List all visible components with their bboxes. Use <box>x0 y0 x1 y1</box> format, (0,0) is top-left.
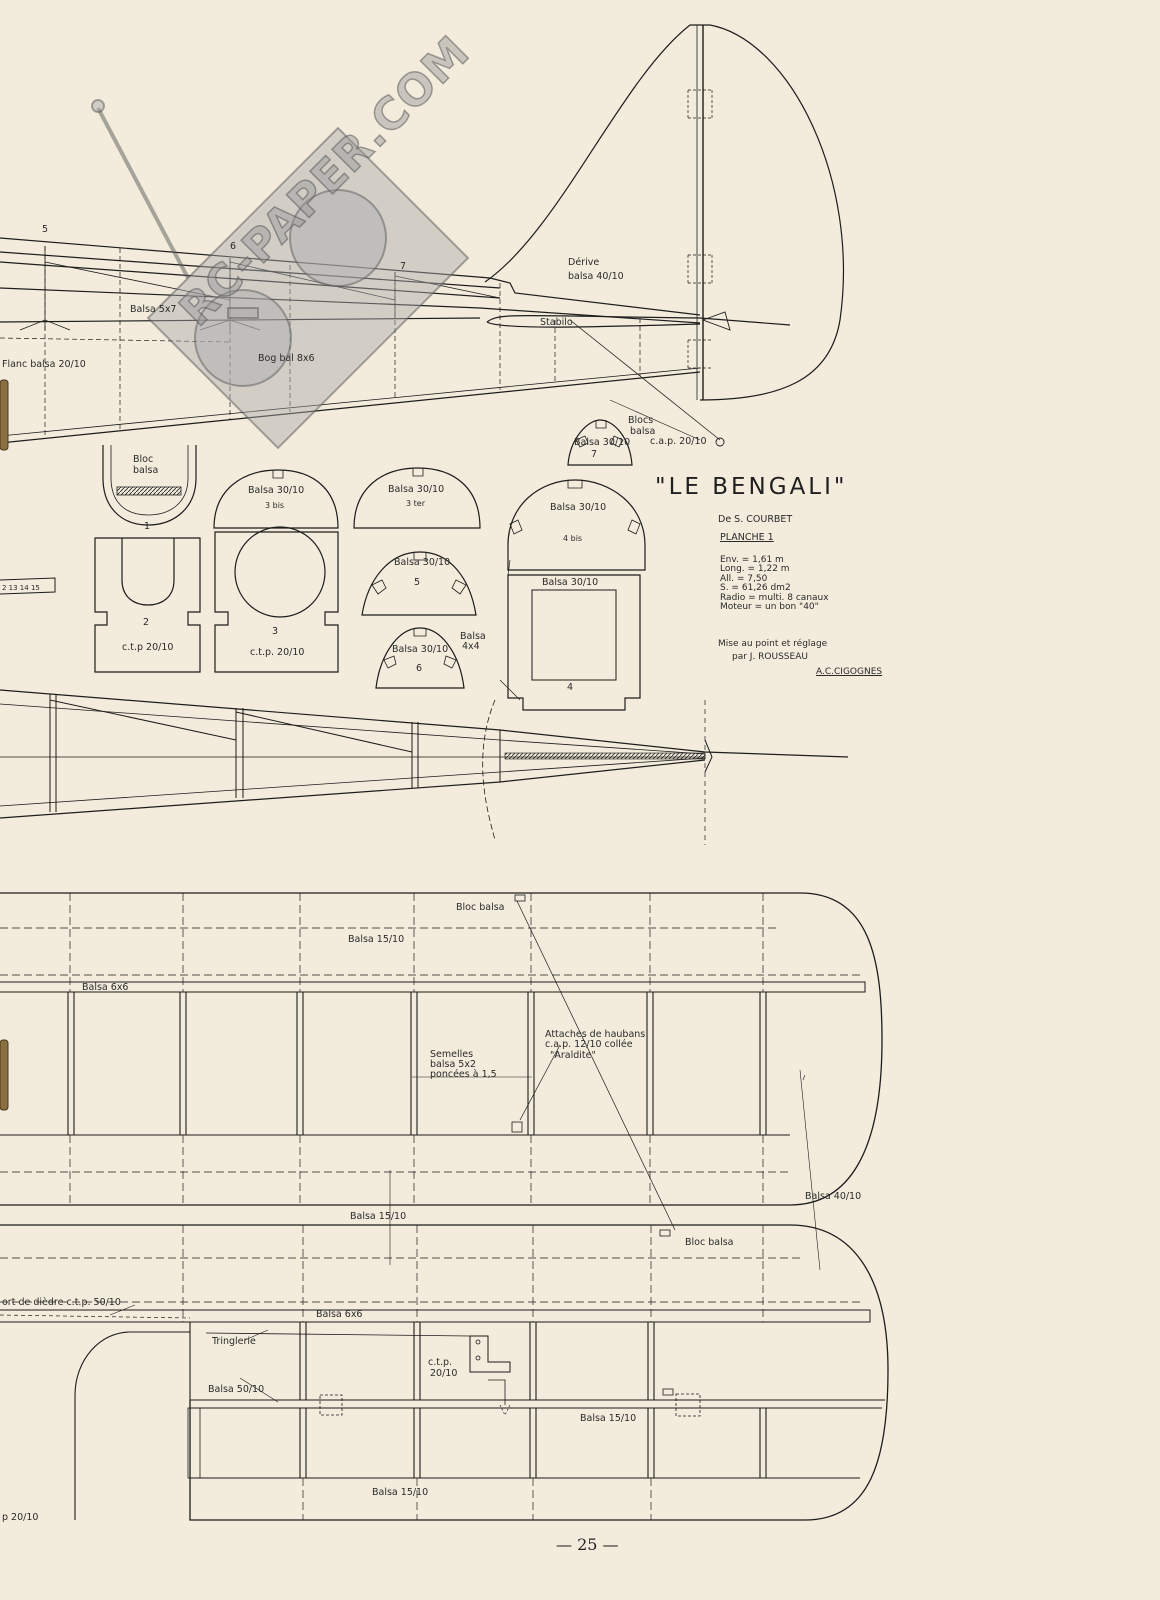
fuselage-top-view <box>0 689 849 845</box>
label-former-7: 7 <box>591 449 598 460</box>
wing2-spar: Balsa 6x6 <box>316 1309 363 1320</box>
wing2-tringlerie: Tringlerie <box>212 1336 256 1347</box>
label-flanc: Flanc balsa 20/10 <box>2 359 86 370</box>
label-former-5-material: Balsa 30/10 <box>394 557 451 568</box>
label-bloc: Bloc <box>133 454 154 465</box>
label-derive-material: balsa 40/10 <box>568 271 624 282</box>
label-former-6-side-size: 4x4 <box>462 641 480 652</box>
label-balsa-5x7: Balsa 5x7 <box>130 304 177 315</box>
wing2-ply: p 20/10 <box>2 1512 39 1523</box>
wing2-balsa-15b: Balsa 15/10 <box>372 1487 429 1498</box>
label-former-6: 6 <box>416 663 423 674</box>
spec-radio: Radio = multi. 8 canaux <box>720 592 829 603</box>
label-station-7: 7 <box>400 261 407 272</box>
label-former-3-material: c.t.p. 20/10 <box>250 647 305 658</box>
wing1-semelles: Semelles <box>430 1049 474 1060</box>
drawing-title: "LE BENGALI" <box>655 474 848 500</box>
credits-line-2: par J. ROUSSEAU <box>732 652 808 662</box>
wing1-semelles-size: balsa 5x2 <box>430 1059 476 1070</box>
credits-line-1: Mise au point et réglage <box>718 639 828 649</box>
fuselage-formers <box>0 419 646 711</box>
label-stabilo: Stabilo <box>540 317 573 328</box>
wing1-attaches-glue: "Araldite" <box>550 1050 596 1061</box>
label-former-4bis: 4 bis <box>563 534 583 543</box>
label-blocs-balsa: balsa <box>630 426 656 437</box>
wing1-top-sheeting: Balsa 15/10 <box>348 934 405 945</box>
spec-surface: S. = 61,26 dm2 <box>720 583 791 594</box>
label-station-5: 5 <box>42 224 49 235</box>
label-blocs: Blocs <box>628 415 654 426</box>
label-station-6: 6 <box>230 241 237 252</box>
spec-wingspan: Env. = 1,61 m <box>720 555 784 565</box>
label-former-3: 3 <box>272 626 279 637</box>
wing1-attaches-material: c.a.p. 12/10 collée <box>545 1039 633 1050</box>
wing1-attaches: Attaches de haubans <box>545 1029 646 1040</box>
label-former-6-material: Balsa 30/10 <box>392 644 449 655</box>
label-former-4-material: Balsa 30/10 <box>542 577 599 588</box>
label-former-4: 4 <box>567 682 574 693</box>
wing2-balsa-15a: Balsa 15/10 <box>580 1413 637 1424</box>
wing-panel-top <box>0 892 883 1271</box>
wing2-bloc-balsa: Bloc balsa <box>685 1237 734 1248</box>
spec-list: Env. = 1,61 m Long. = 1,22 m All. = 7,50… <box>720 555 829 613</box>
spec-length: Long. = 1,22 m <box>720 564 790 575</box>
wing2-ctp-size: 20/10 <box>430 1368 458 1379</box>
label-bog-bal: Bog bal 8x6 <box>258 353 315 364</box>
wing-panel-bottom <box>0 1224 889 1521</box>
label-derive: Dérive <box>568 257 600 268</box>
label-former-2-material: c.t.p 20/10 <box>122 642 174 653</box>
wing1-semelles-note: poncées à 1,5 <box>430 1069 497 1080</box>
watermark <box>88 88 508 518</box>
label-cap-20: c.a.p. 20/10 <box>650 436 707 447</box>
label-bloc-balsa: balsa <box>133 465 159 476</box>
wing2-balsa-50: Balsa 50/10 <box>208 1384 265 1395</box>
fuselage-side-view <box>0 24 844 447</box>
label-scale: 2 13 14 15 <box>2 584 40 592</box>
label-former-2: 2 <box>143 617 150 628</box>
label-former-1: 1 <box>144 521 151 532</box>
label-former-5: 5 <box>414 577 421 588</box>
binder-rings <box>0 379 9 1111</box>
drawing-author: De S. COURBET <box>718 514 793 525</box>
label-former-3ter: 3 ter <box>406 499 425 508</box>
label-former-4bis-material: Balsa 30/10 <box>550 502 607 513</box>
drawing-sheet: PLANCHE 1 <box>720 532 774 543</box>
spec-aspect: All. = 7,50 <box>720 573 768 584</box>
page-number: — 25 — <box>556 1535 619 1554</box>
label-former-6-side: Balsa <box>460 631 486 642</box>
wing2-ctp: c.t.p. <box>428 1357 453 1368</box>
wing1-bloc-balsa: Bloc balsa <box>456 902 505 913</box>
label-former-7-material: Balsa 30/10 <box>574 437 631 448</box>
wing1-tip: Balsa 40/10 <box>805 1191 862 1202</box>
credits-club: A.C.CIGOGNES <box>816 667 883 677</box>
watermark-transmitter-icon <box>91 99 470 450</box>
label-former-3ter-material: Balsa 30/10 <box>388 484 445 495</box>
wing2-dihedral-brace: ort de dièdre c.t.p. 50/10 <box>2 1297 121 1308</box>
label-former-3bis-material: Balsa 30/10 <box>248 485 305 496</box>
spec-engine: Moteur = un bon "40" <box>720 602 819 613</box>
wing1-bottom-sheeting: Balsa 15/10 <box>350 1211 407 1222</box>
label-former-3bis: 3 bis <box>265 501 285 510</box>
wing1-spar: Balsa 6x6 <box>82 982 129 993</box>
